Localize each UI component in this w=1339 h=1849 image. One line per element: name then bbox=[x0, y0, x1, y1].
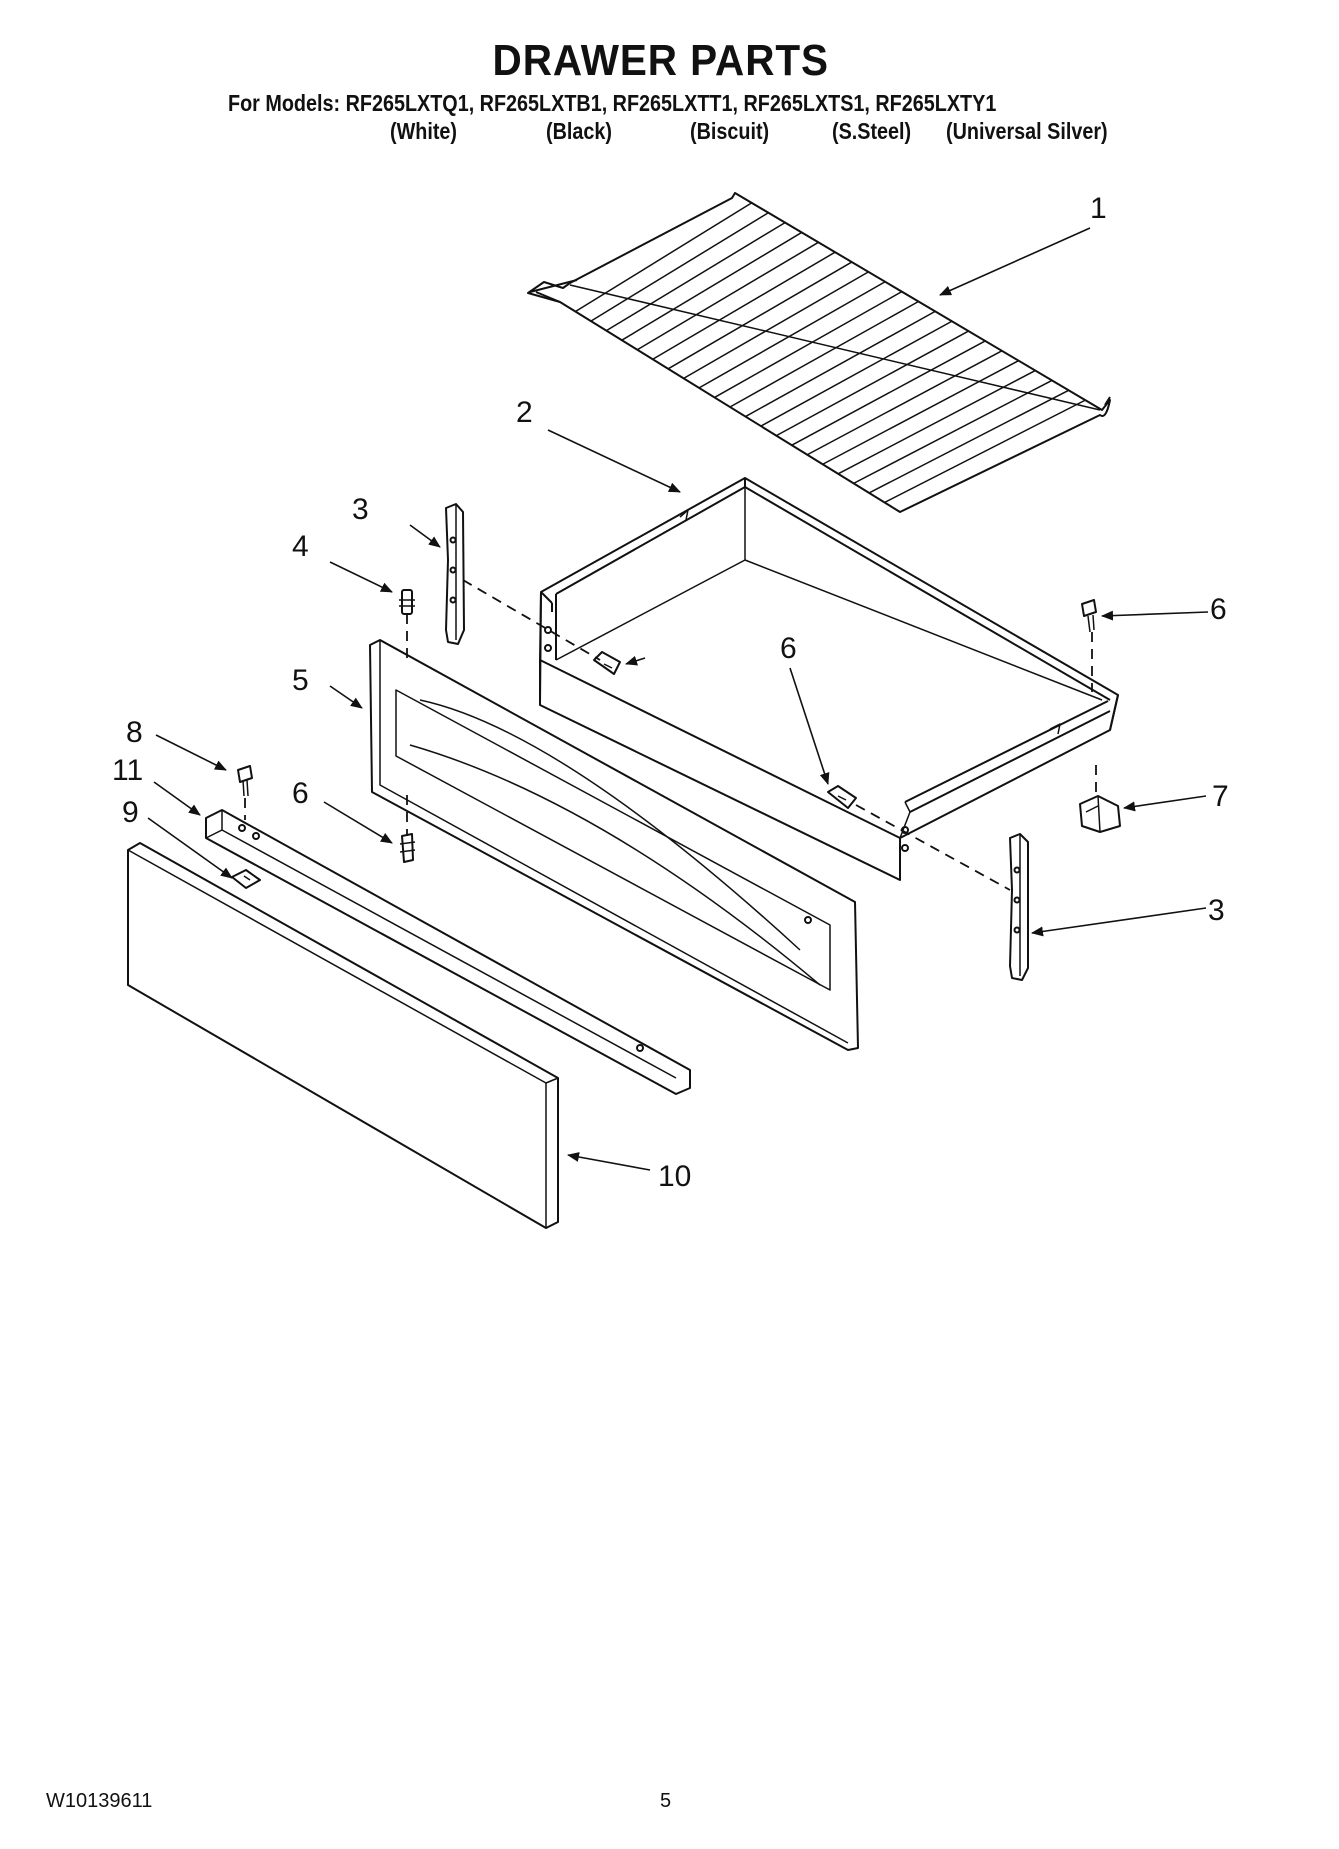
callout-6-bottom: 6 bbox=[292, 777, 309, 810]
rack-bar bbox=[837, 369, 1036, 475]
stud bbox=[399, 589, 415, 615]
rack-bar bbox=[853, 379, 1053, 485]
rack-bar bbox=[698, 281, 886, 389]
rack-bar bbox=[791, 340, 986, 446]
drawer-front-panel bbox=[369, 639, 859, 1051]
rack-bar bbox=[683, 271, 869, 380]
rack-bar bbox=[868, 389, 1069, 494]
rack-bar bbox=[745, 310, 936, 418]
rack-bar bbox=[729, 300, 919, 408]
callout-1: 1 bbox=[1090, 192, 1107, 225]
screw-6-right bbox=[1081, 599, 1097, 633]
color-black: (Black) bbox=[546, 118, 612, 144]
callout-labels: 1 2 3 4 5 6 6 6 7 8 11 9 3 10 bbox=[112, 192, 1229, 1193]
screw-6-left bbox=[593, 651, 621, 675]
color-biscuit: (Biscuit) bbox=[690, 118, 770, 144]
rack-bar bbox=[667, 261, 853, 370]
callout-5: 5 bbox=[292, 664, 309, 697]
color-universal-silver: (Universal Silver) bbox=[946, 118, 1108, 144]
rack-bar bbox=[605, 221, 786, 332]
callout-4: 4 bbox=[292, 530, 309, 563]
slide-bracket-right bbox=[1009, 833, 1029, 981]
screw-6-middle bbox=[827, 785, 857, 809]
page-title: DRAWER PARTS bbox=[492, 36, 829, 85]
rack-bar bbox=[714, 290, 903, 399]
wire-rack bbox=[527, 192, 1111, 513]
rack-bar bbox=[590, 212, 769, 322]
color-steel: (S.Steel) bbox=[832, 118, 912, 144]
callout-6-right: 6 bbox=[1210, 593, 1227, 626]
color-list: (White) (Black) (Biscuit) (S.Steel) (Uni… bbox=[0, 118, 1339, 146]
rack-bar bbox=[776, 330, 969, 437]
rack-bar bbox=[636, 241, 819, 351]
callout-8: 8 bbox=[126, 716, 143, 749]
color-white: (White) bbox=[390, 118, 458, 144]
document-number: W10139611 bbox=[46, 1790, 153, 1812]
callout-3-left: 3 bbox=[352, 493, 369, 526]
callout-3-right: 3 bbox=[1208, 894, 1225, 927]
callout-7: 7 bbox=[1212, 780, 1229, 813]
slide-bracket-left bbox=[445, 503, 465, 645]
rack-bar bbox=[806, 350, 1003, 456]
callout-10: 10 bbox=[658, 1160, 691, 1193]
page-number: 5 bbox=[660, 1790, 672, 1812]
rack-bar bbox=[822, 360, 1019, 465]
rack-bar bbox=[760, 320, 953, 427]
outer-front-panel bbox=[127, 842, 559, 1229]
rack-bar bbox=[621, 231, 803, 341]
drawer-body bbox=[539, 477, 1119, 881]
rack-bar bbox=[652, 251, 836, 360]
clip bbox=[231, 869, 261, 889]
screw-6-bottom bbox=[399, 833, 416, 863]
callout-2: 2 bbox=[516, 396, 533, 429]
rack-bar bbox=[575, 202, 753, 313]
trim-strip bbox=[205, 809, 691, 1095]
callout-11: 11 bbox=[112, 754, 143, 787]
drawer-clip-bracket bbox=[1079, 795, 1121, 833]
callout-9: 9 bbox=[122, 796, 139, 829]
model-list: For Models: RF265LXTQ1, RF265LXTB1, RF26… bbox=[228, 90, 997, 116]
callout-6-center: 6 bbox=[780, 632, 797, 665]
screw-8 bbox=[237, 765, 253, 797]
rack-bar bbox=[884, 399, 1086, 504]
